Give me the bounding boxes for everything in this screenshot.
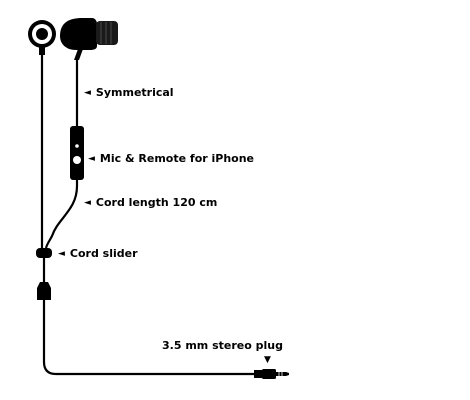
cord-slider xyxy=(36,248,52,258)
left-pointer-icon: ◄ xyxy=(58,249,65,259)
cord-length-text: Cord length 120 cm xyxy=(95,196,218,209)
symmetrical-label: ◄ Symmetrical xyxy=(84,86,174,100)
left-pointer-icon: ◄ xyxy=(84,88,91,98)
stereo-plug-connector xyxy=(254,369,289,379)
down-pointer-icon: ▼ xyxy=(264,355,271,365)
mic-remote-text: Mic & Remote for iPhone xyxy=(99,152,255,165)
main-cable xyxy=(42,300,254,376)
cord-slider-label: ◄ Cord slider xyxy=(58,247,138,261)
cord-length-label: ◄ Cord length 120 cm xyxy=(84,196,217,210)
stereo-plug-label: 3.5 mm stereo plug xyxy=(162,339,283,352)
mic-remote-unit xyxy=(70,126,84,180)
left-pointer-icon: ◄ xyxy=(84,198,91,208)
right-cable xyxy=(44,60,79,249)
left-earbud xyxy=(28,20,56,55)
cable-splitter xyxy=(37,282,51,300)
right-earbud xyxy=(60,18,118,60)
stereo-plug-text: 3.5 mm stereo plug xyxy=(162,339,283,352)
mic-remote-label: ◄ Mic & Remote for iPhone xyxy=(88,152,254,166)
left-pointer-icon: ◄ xyxy=(88,154,95,164)
symmetrical-text: Symmetrical xyxy=(95,86,174,99)
cord-slider-text: Cord slider xyxy=(69,247,138,260)
